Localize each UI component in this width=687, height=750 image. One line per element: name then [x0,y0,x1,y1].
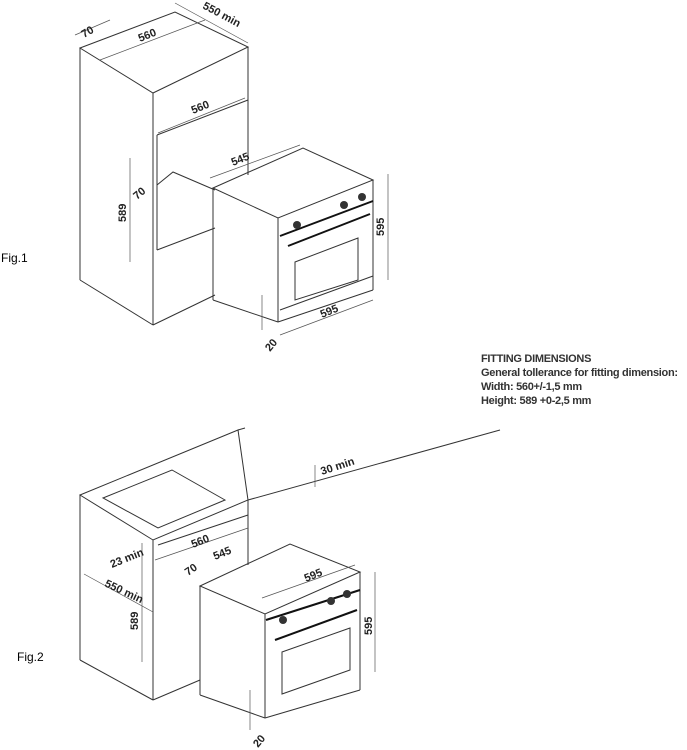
fig1-dimension-lines [74,2,389,336]
fig2-dim-545: 545 [212,545,234,563]
fig1-cabinet [78,11,250,326]
fig2-dim-30min: 30 min [319,456,356,478]
fig2-dim-70: 70 [183,562,200,579]
fig2-dim-589: 589 [129,612,141,630]
fig2-dim-595-width: 595 [303,567,325,585]
fig1-dim-595-width: 595 [319,303,341,321]
fig1-dim-550min: 550 min [201,0,243,30]
fig2-dim-550min: 550 min [103,578,145,606]
fig1-label: Fig.1 [1,251,28,265]
fig2-dim-560: 560 [190,533,212,551]
fig1-dim-560-top: 560 [137,27,159,45]
fig1-oven [211,147,375,323]
fig1-dim-589: 589 [117,204,129,222]
fig2-label: Fig.2 [17,650,44,664]
fig1-dim-20: 20 [263,337,280,354]
fig2-oven [198,543,362,719]
fig2-dim-595-height: 595 [363,617,375,635]
fig1-dim-595-height: 595 [375,218,387,236]
fig2-dimension-lines [83,465,376,730]
fitting-dimensions-notes: FITTING DIMENSIONS General tollerance fo… [481,352,678,408]
fig1-dim-560-niche: 560 [190,99,212,117]
fig1-dim-70-top: 70 [80,24,97,41]
fig1-dim-70-inner: 70 [131,185,148,202]
fig2-cabinet [78,427,501,701]
fig2-dim-20: 20 [251,733,268,750]
notes-width: Width: 560+/-1,5 mm [481,381,582,393]
notes-height: Height: 589 +0-2,5 mm [481,395,592,407]
notes-title: FITTING DIMENSIONS [481,353,592,365]
fig2-dim-23min: 23 min [109,546,146,570]
notes-tolerance: General tollerance for fitting dimension… [481,367,678,379]
